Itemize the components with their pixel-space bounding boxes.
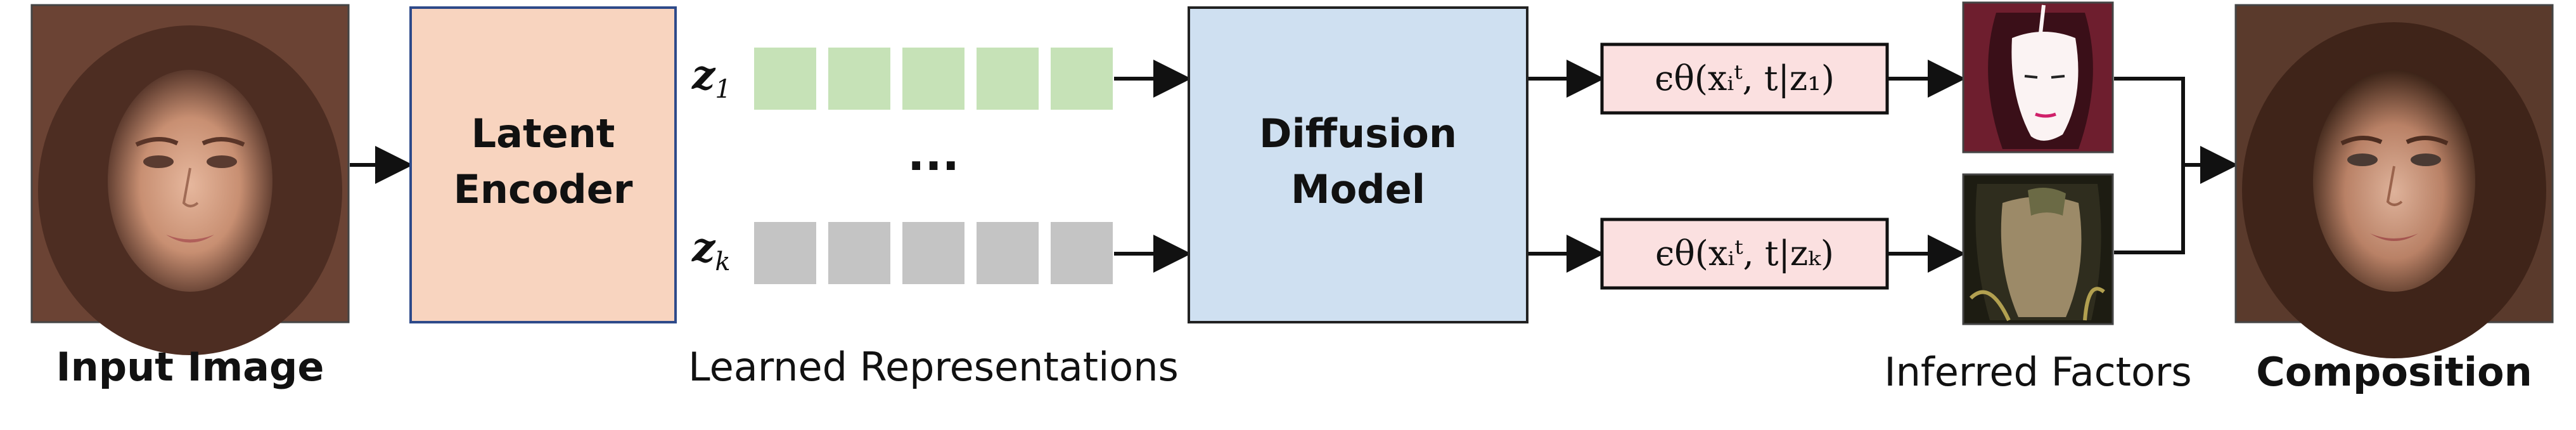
eps-expression-k: ϵθ(xᵢᵗ, t|zₖ)	[1655, 233, 1834, 273]
zk-subscript: k	[715, 247, 730, 277]
latent-encoder-label-line1: Latent	[471, 110, 615, 157]
input-image-caption: Input Image	[56, 344, 324, 390]
z1-cell	[902, 48, 964, 110]
connector-factork	[2114, 165, 2185, 254]
inferred-factor-k-image	[1962, 173, 2114, 325]
eps-expression-1: ϵθ(xᵢᵗ, t|z₁)	[1655, 58, 1835, 98]
connector-factor1	[2114, 77, 2185, 165]
zk-cell	[902, 222, 964, 284]
eps-box-1	[1600, 42, 1889, 115]
zk-cell	[1051, 222, 1113, 284]
zk-letter: z	[691, 224, 716, 271]
input-image	[30, 4, 350, 355]
z1-label: z1	[691, 51, 731, 104]
inferred-factor-1-image	[1962, 1, 2114, 153]
z1-subscript: 1	[715, 75, 731, 104]
diffusion-model-label-line2: Model	[1291, 166, 1425, 212]
z1-letter: z	[691, 51, 716, 99]
z1-cell	[977, 48, 1039, 110]
z1-cell	[1051, 48, 1113, 110]
zk-cell	[828, 222, 890, 284]
z1-cell	[828, 48, 890, 110]
z1-vector	[754, 48, 1113, 110]
diffusion-model-box	[1188, 6, 1528, 323]
composition-caption: Composition	[2256, 349, 2532, 395]
latent-encoder-box	[409, 6, 677, 323]
eps-box-k	[1600, 218, 1889, 290]
composition-image	[2234, 4, 2554, 358]
inferred-factors-caption: Inferred Factors	[1884, 349, 2191, 395]
representations-ellipsis: ...	[907, 127, 959, 181]
z1-cell	[754, 48, 816, 110]
zk-label: zk	[691, 224, 731, 277]
zk-cell	[754, 222, 816, 284]
zk-vector	[754, 222, 1113, 284]
latent-encoder-label-line2: Encoder	[454, 166, 633, 212]
diffusion-model-label-line1: Diffusion	[1259, 110, 1457, 157]
learned-representations-caption: Learned Representations	[688, 344, 1179, 390]
zk-cell	[977, 222, 1039, 284]
